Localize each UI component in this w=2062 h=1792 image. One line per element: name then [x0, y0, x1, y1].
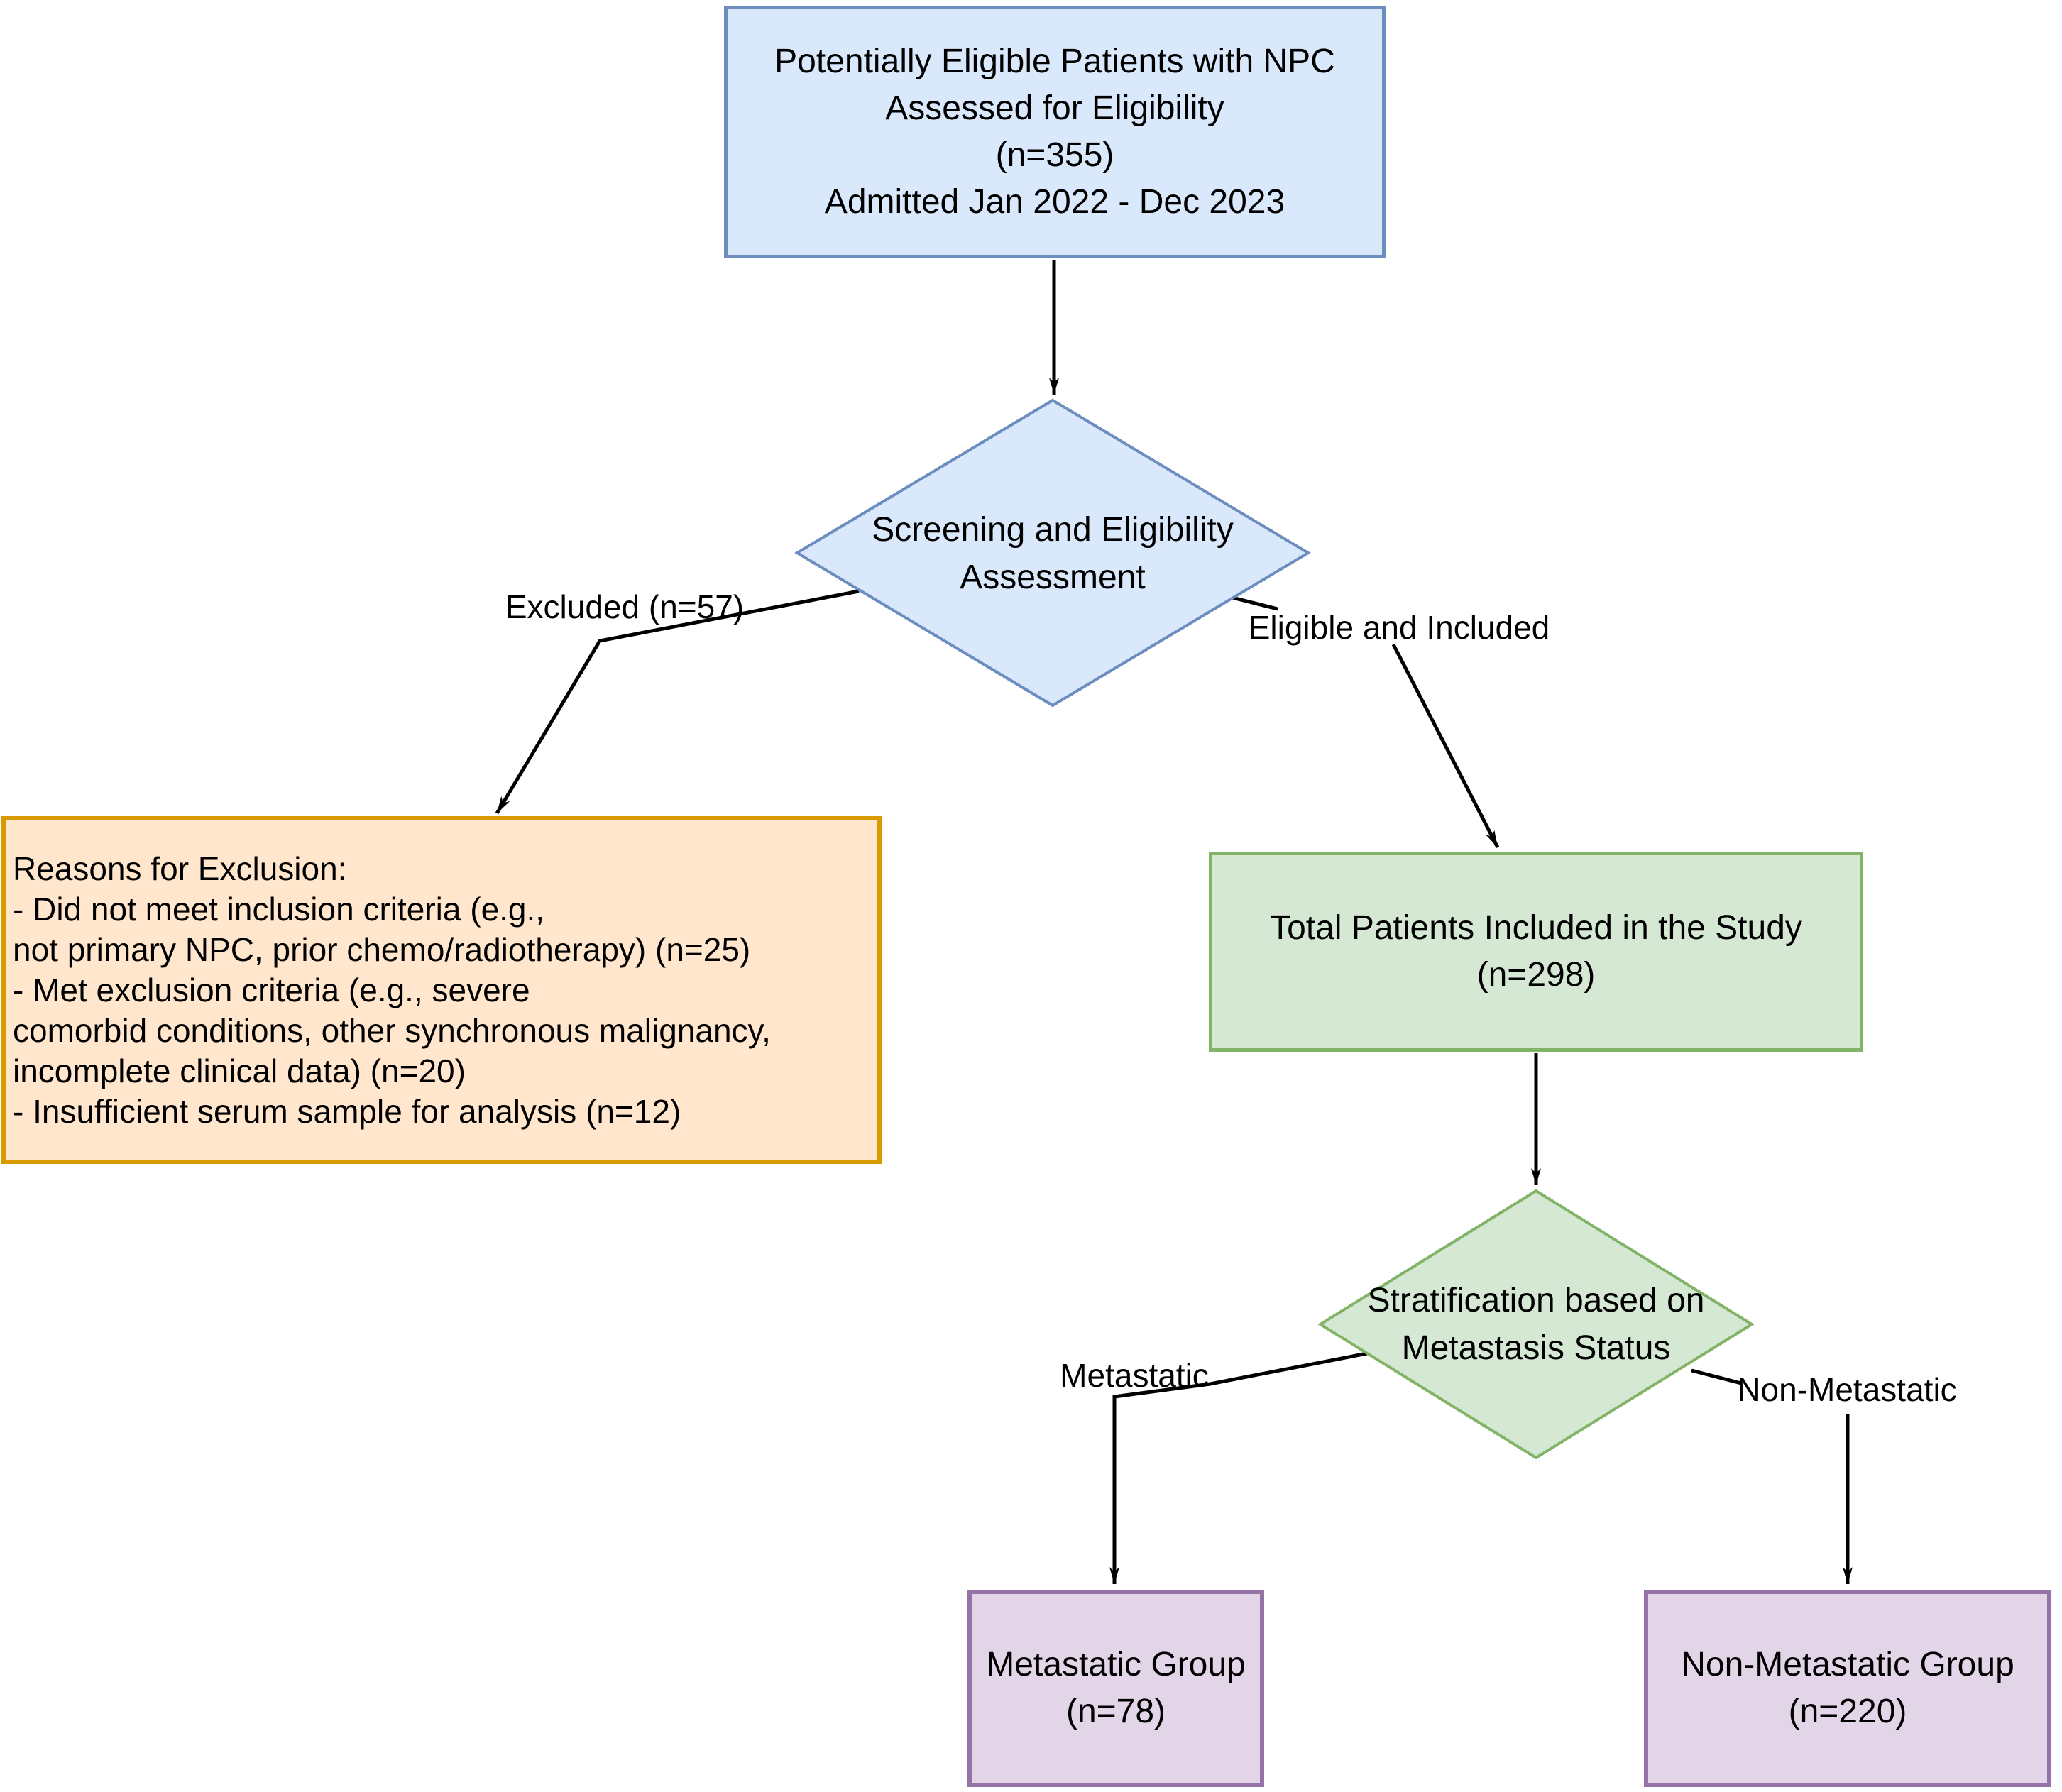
total-included-node: Total Patients Included in the Study (n=…	[1209, 852, 1863, 1052]
edge-label-excluded: Excluded (n=57)	[505, 588, 745, 625]
arrow-screening-to-exclusion	[495, 589, 860, 815]
screening-diamond-line: Screening and Eligibility	[872, 511, 1234, 549]
screening-diamond-line: Assessment	[960, 559, 1146, 596]
arrow-eligible-to-included	[1391, 643, 1500, 849]
stratification-diamond-line: Stratification based on	[1367, 1282, 1705, 1319]
exclusion-line: comorbid conditions, other synchronous m…	[13, 1012, 771, 1049]
edge-label-metastatic: Metastatic	[1060, 1357, 1209, 1394]
exclusion-line: incomplete clinical data) (n=20)	[13, 1052, 466, 1089]
metastatic-group-line: (n=78)	[1065, 1693, 1166, 1730]
non-metastatic-group-line: (n=220)	[1788, 1693, 1907, 1730]
start-node: Potentially Eligible Patients with NPC A…	[724, 6, 1386, 258]
exclusion-reasons-node: Reasons for Exclusion: - Did not meet in…	[1, 816, 882, 1164]
start-node-line: Assessed for Eligibility	[885, 89, 1224, 127]
start-node-line: Potentially Eligible Patients with NPC	[774, 43, 1335, 80]
stratification-diamond-shape	[1317, 1189, 1755, 1460]
screening-diamond-shape	[794, 398, 1311, 708]
total-included-line: Total Patients Included in the Study	[1270, 909, 1802, 947]
edge-label-non-metastatic: Non-Metastatic	[1737, 1371, 1957, 1408]
metastatic-group-node: Metastatic Group (n=78)	[967, 1590, 1264, 1787]
exclusion-line: - Insufficient serum sample for analysis…	[13, 1093, 681, 1130]
exclusion-line: - Did not meet inclusion criteria (e.g.,	[13, 891, 545, 928]
non-metastatic-group-line: Non-Metastatic Group	[1681, 1646, 2014, 1683]
exclusion-line: Reasons for Exclusion:	[13, 850, 347, 887]
line-screening-to-eligible-label	[1226, 594, 1278, 611]
line-stratification-to-nonmetastatic-label	[1691, 1368, 1742, 1385]
start-node-line: Admitted Jan 2022 - Dec 2023	[824, 183, 1285, 221]
non-metastatic-group-node: Non-Metastatic Group (n=220)	[1644, 1590, 2051, 1787]
stratification-diamond-line: Metastasis Status	[1401, 1329, 1671, 1367]
exclusion-line: - Met exclusion criteria (e.g., severe	[13, 972, 530, 1008]
arrow-stratification-to-metastatic	[1109, 1351, 1368, 1584]
screening-diamond-label: Screening and Eligibility Assessment	[797, 493, 1308, 614]
start-node-line: (n=355)	[995, 136, 1114, 174]
exclusion-line: not primary NPC, prior chemo/radiotherap…	[13, 931, 751, 968]
total-included-line: (n=298)	[1476, 956, 1596, 994]
metastatic-group-line: Metastatic Group	[986, 1646, 1246, 1683]
edge-label-eligible: Eligible and Included	[1248, 609, 1550, 646]
stratification-diamond-label: Stratification based on Metastasis Statu…	[1323, 1265, 1749, 1383]
